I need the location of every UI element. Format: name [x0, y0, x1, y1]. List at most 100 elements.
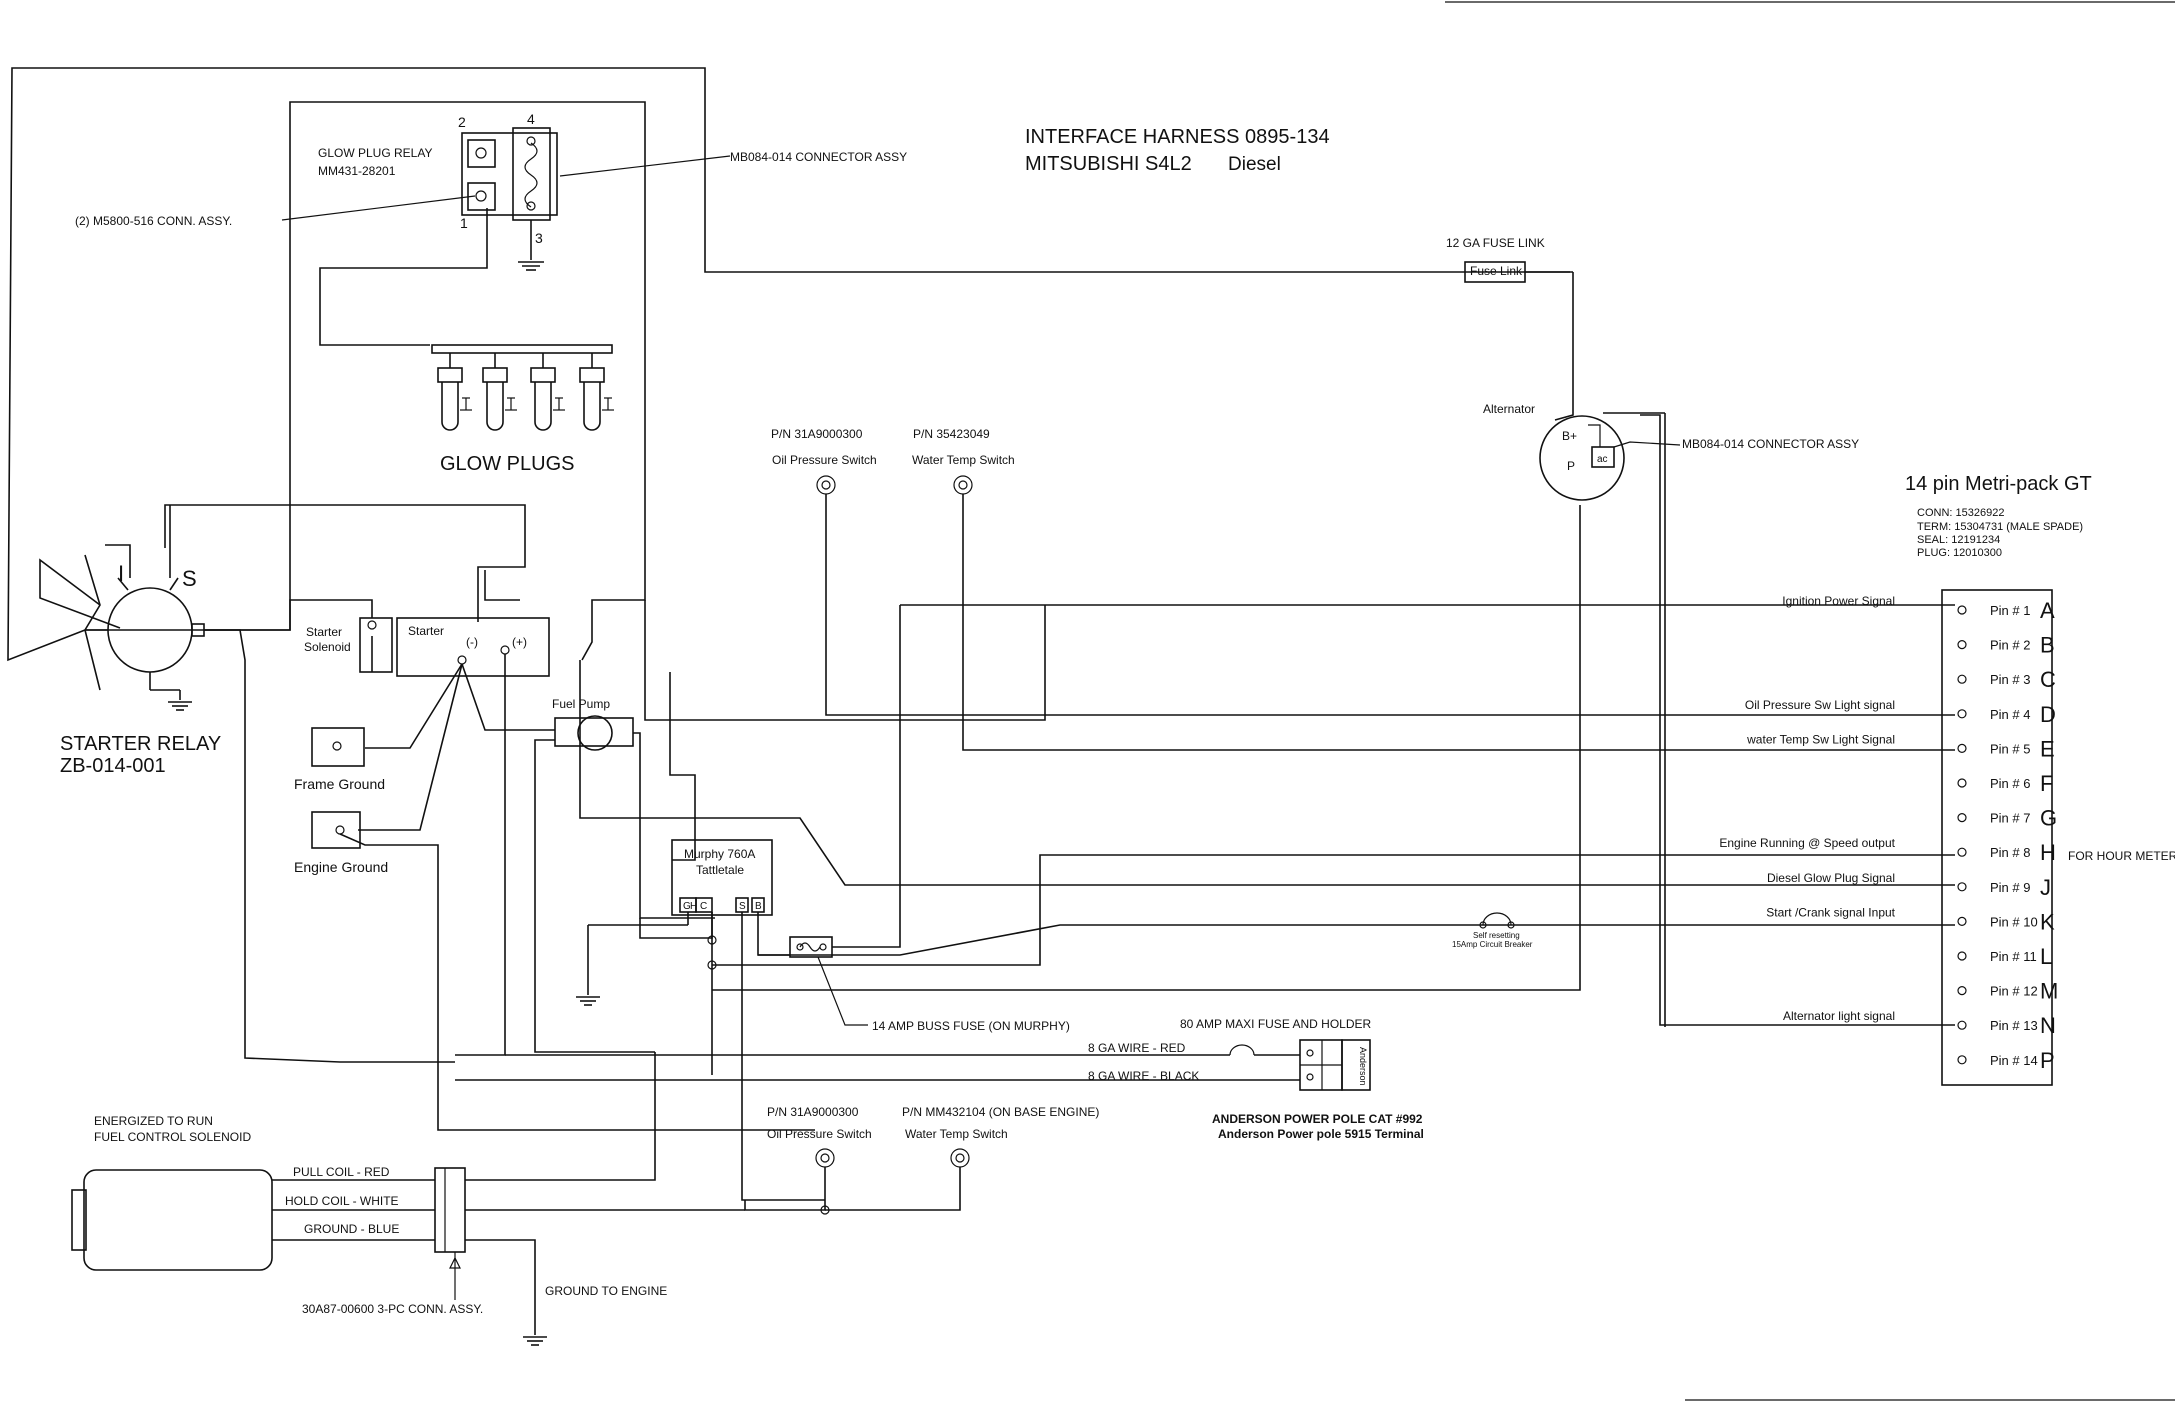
- pin-letter: H: [2040, 840, 2056, 865]
- connector14-seal: SEAL: 12191234: [1917, 534, 2000, 546]
- pin-socket: [1957, 1055, 1967, 1065]
- pin-signal-label: Engine Running @ Speed output: [1719, 836, 1895, 850]
- glow-relay-t1: 1: [460, 215, 468, 231]
- breaker-label2: 15Amp Circuit Breaker: [1452, 940, 1533, 949]
- glow-plugs: [431, 344, 614, 431]
- pin-socket: [1957, 1020, 1967, 1030]
- glow-relay-t3: 3: [535, 230, 543, 246]
- pin-letter: L: [2040, 944, 2052, 969]
- glow-relay-t4: 4: [527, 111, 535, 127]
- pin-socket: [1957, 778, 1967, 788]
- connector14-title: 14 pin Metri-pack GT: [1905, 473, 2092, 495]
- connector14-body: [1941, 589, 2053, 1086]
- pull-coil-label: PULL COIL - RED: [293, 1165, 390, 1179]
- pin-socket: [1957, 639, 1967, 650]
- pin-label: Pin # 14: [1990, 1053, 2038, 1068]
- water-switch-top-pn: P/N 35423049: [913, 427, 990, 441]
- glow-relay-label1: GLOW PLUG RELAY: [318, 146, 432, 160]
- pin-letter: C: [2040, 667, 2056, 692]
- pin-signal-label: Oil Pressure Sw Light signal: [1745, 698, 1895, 712]
- pin-label: Pin # 1: [1990, 603, 2030, 618]
- fuel-solenoid-line1: ENERGIZED TO RUN: [94, 1114, 213, 1128]
- pin-signal-label: Start /Crank signal Input: [1766, 905, 1895, 919]
- murphy-t2: H: [690, 901, 697, 912]
- pin-letter: P: [2040, 1048, 2055, 1073]
- fuse-link-label: 12 GA FUSE LINK: [1446, 236, 1545, 250]
- fuel-pump: [534, 715, 715, 1053]
- pin-label: Pin # 13: [1990, 1018, 2038, 1033]
- fuel-solenoid-line2: FUEL CONTROL SOLENOID: [94, 1130, 251, 1144]
- pin-label: Pin # 6: [1990, 776, 2030, 791]
- pin-label: Pin # 8: [1990, 845, 2030, 860]
- pin-letter: A: [2040, 598, 2055, 623]
- solenoid-conn-label: 30A87-00600 3-PC CONN. ASSY.: [302, 1302, 483, 1316]
- fuel-pump-label: Fuel Pump: [552, 697, 610, 711]
- connector14-term: TERM: 15304731 (MALE SPADE): [1917, 521, 2083, 533]
- murphy-t5: B: [755, 901, 762, 912]
- starter-solenoid-label: Starter: [306, 625, 342, 639]
- hold-coil-label: HOLD COIL - WHITE: [285, 1194, 399, 1208]
- water-switch-top-name: Water Temp Switch: [912, 453, 1015, 467]
- oil-switch-bot: [744, 1148, 835, 1211]
- anderson-connector: [1299, 1039, 1371, 1091]
- water-switch-bot: [820, 1148, 970, 1215]
- pin-socket: [1957, 847, 1967, 857]
- pin-label: Pin # 2: [1990, 638, 2030, 653]
- wire-black-label: 8 GA WIRE - BLACK: [1088, 1069, 1199, 1083]
- pin-socket: [1957, 882, 1967, 892]
- pin-signal-label: Ignition Power Signal: [1782, 594, 1895, 608]
- glow-relay-t2: 2: [458, 114, 466, 130]
- pin-label: Pin # 7: [1990, 811, 2030, 826]
- pin-letter: E: [2040, 736, 2055, 761]
- pin-signal-label: Diesel Glow Plug Signal: [1767, 871, 1895, 885]
- alternator-ac: ac: [1597, 454, 1608, 465]
- buss-fuse: [789, 605, 901, 1026]
- starter-relay: [84, 505, 205, 711]
- pin-socket: [1957, 709, 1967, 719]
- starter-relay-s: S: [182, 566, 197, 591]
- starter-relay-label2: ZB-014-001: [60, 755, 166, 777]
- ground-to-engine-label: GROUND TO ENGINE: [545, 1284, 667, 1298]
- alternator-label: Alternator: [1483, 402, 1535, 416]
- starter-label: Starter: [408, 624, 444, 638]
- starter-relay-i: I: [118, 561, 124, 586]
- maxi-fuse: [455, 1044, 1300, 1081]
- engine-ground-label: Engine Ground: [294, 859, 388, 875]
- starter-relay-label1: STARTER RELAY: [60, 733, 221, 755]
- engine-ground: [311, 811, 815, 1131]
- pin-label: Pin # 10: [1990, 914, 2038, 929]
- signal-harness: [579, 414, 1955, 1026]
- outer-wiring: [7, 67, 1570, 662]
- title-diesel: Diesel: [1228, 154, 1281, 175]
- pin-label: Pin # 11: [1990, 949, 2037, 964]
- pin-signal-label: water Temp Sw Light Signal: [1746, 732, 1895, 746]
- mb084-alt-label: MB084-014 CONNECTOR ASSY: [1682, 437, 1859, 451]
- oil-switch-bot-name: Oil Pressure Switch: [767, 1127, 872, 1141]
- circuit-breaker: [1479, 912, 1515, 929]
- oil-switch-bot-pn: P/N 31A9000300: [767, 1105, 859, 1119]
- wire-red-label: 8 GA WIRE - RED: [1088, 1041, 1186, 1055]
- fuel-solenoid: [71, 1052, 745, 1346]
- pin-label: Pin # 9: [1990, 880, 2030, 895]
- pin-socket: [1957, 916, 1967, 927]
- pin-socket: [1957, 605, 1967, 615]
- starter-neg: (-): [466, 635, 478, 649]
- pin-socket: [1957, 951, 1967, 961]
- pin-label: Pin # 3: [1990, 672, 2030, 687]
- pin-letter: D: [2040, 702, 2056, 727]
- pin-socket: [1957, 674, 1967, 684]
- murphy-t4: S: [739, 901, 746, 912]
- water-switch-top: [953, 475, 1955, 751]
- m5800-conn-label: (2) M5800-516 CONN. ASSY.: [75, 214, 232, 228]
- pin-label: Pin # 5: [1990, 741, 2030, 756]
- alternator-p: P: [1567, 459, 1575, 473]
- oil-switch-top-name: Oil Pressure Switch: [772, 453, 877, 467]
- water-switch-bot-name: Water Temp Switch: [905, 1127, 1008, 1141]
- starter-relay-wiring: [204, 582, 520, 1063]
- starter-pos: (+): [512, 635, 527, 649]
- oil-switch-top-pn: P/N 31A9000300: [771, 427, 863, 441]
- pin-letter: G: [2040, 806, 2057, 831]
- maxi-fuse-label: 80 AMP MAXI FUSE AND HOLDER: [1180, 1017, 1372, 1031]
